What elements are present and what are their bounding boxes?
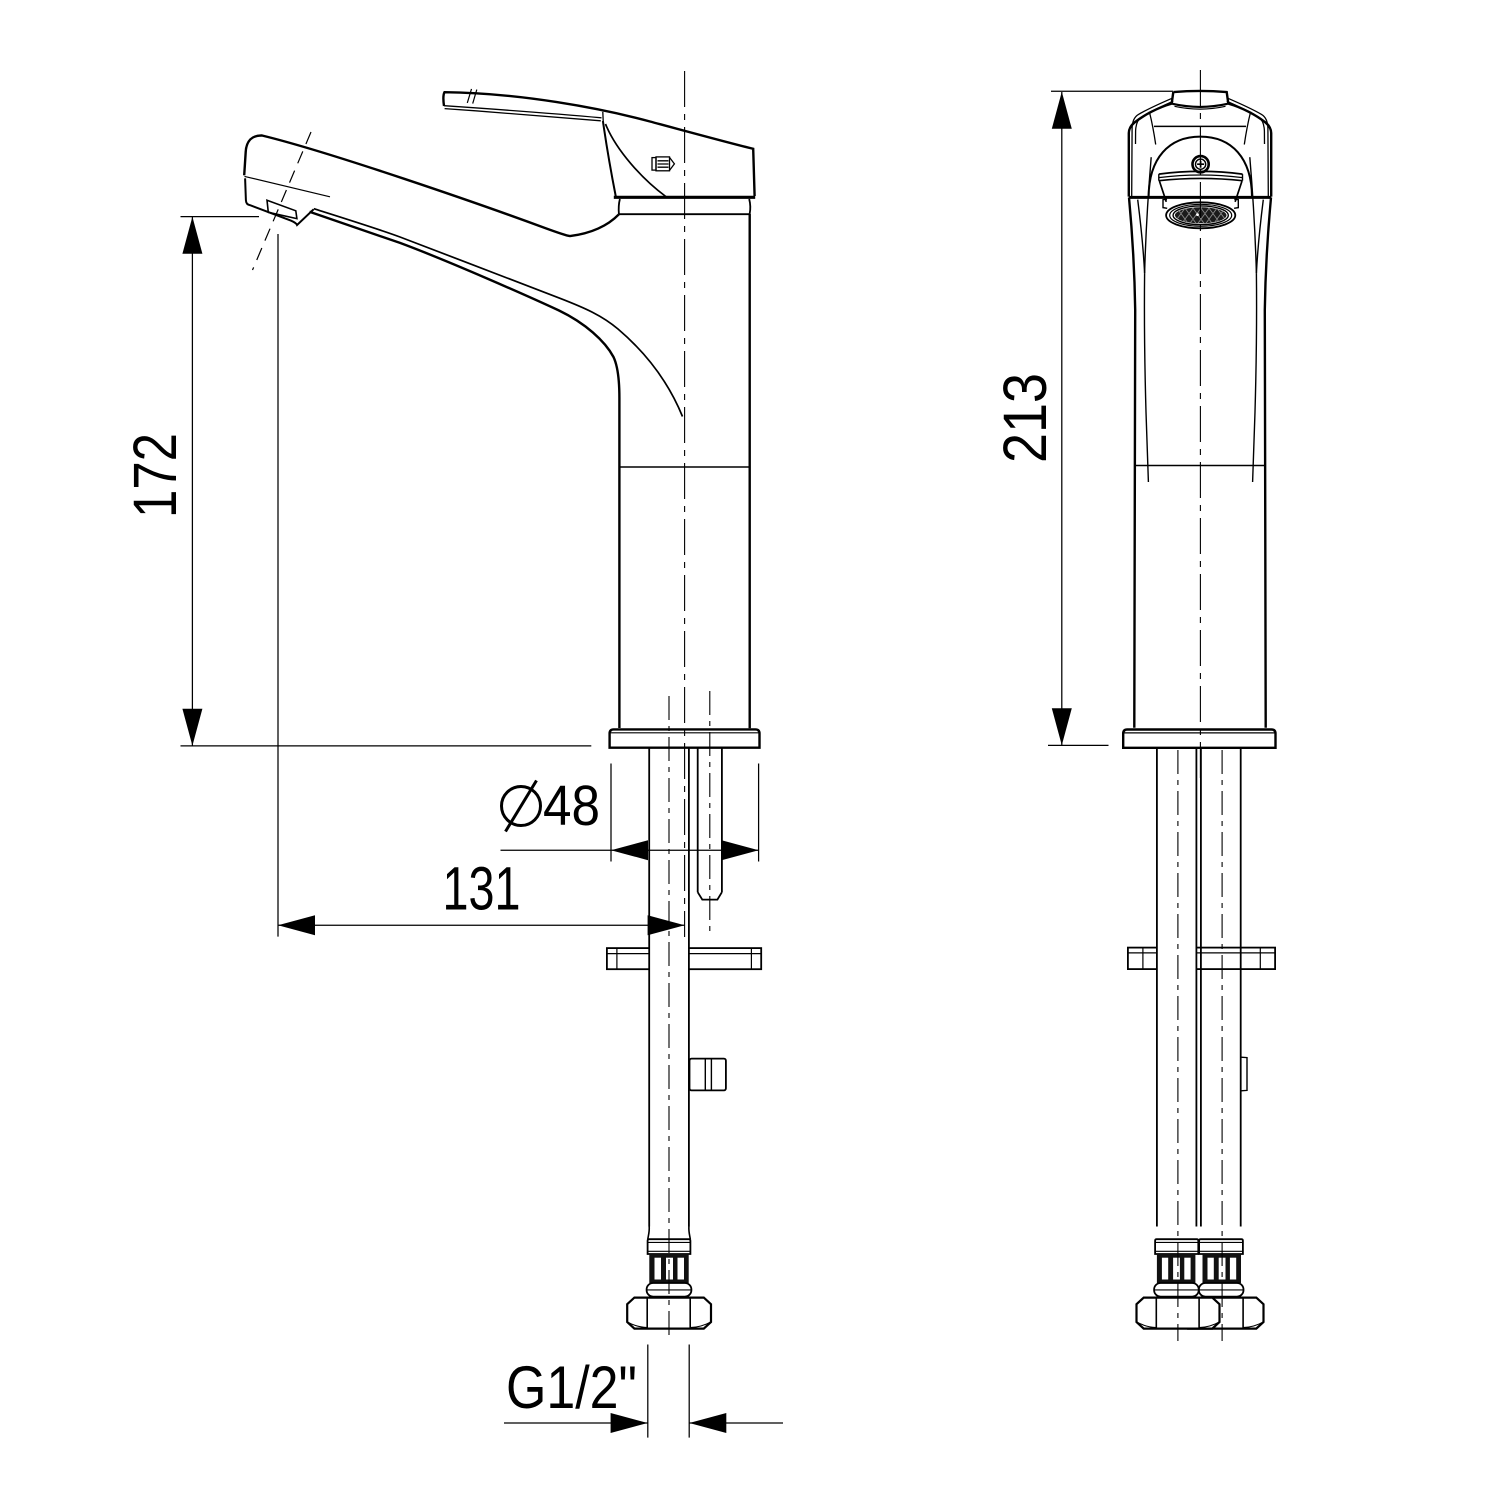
svg-text:48: 48: [543, 774, 600, 838]
svg-text:213: 213: [991, 373, 1059, 463]
svg-text:131: 131: [443, 855, 521, 923]
svg-text:G1/2": G1/2": [506, 1354, 637, 1421]
svg-text:172: 172: [121, 433, 189, 518]
